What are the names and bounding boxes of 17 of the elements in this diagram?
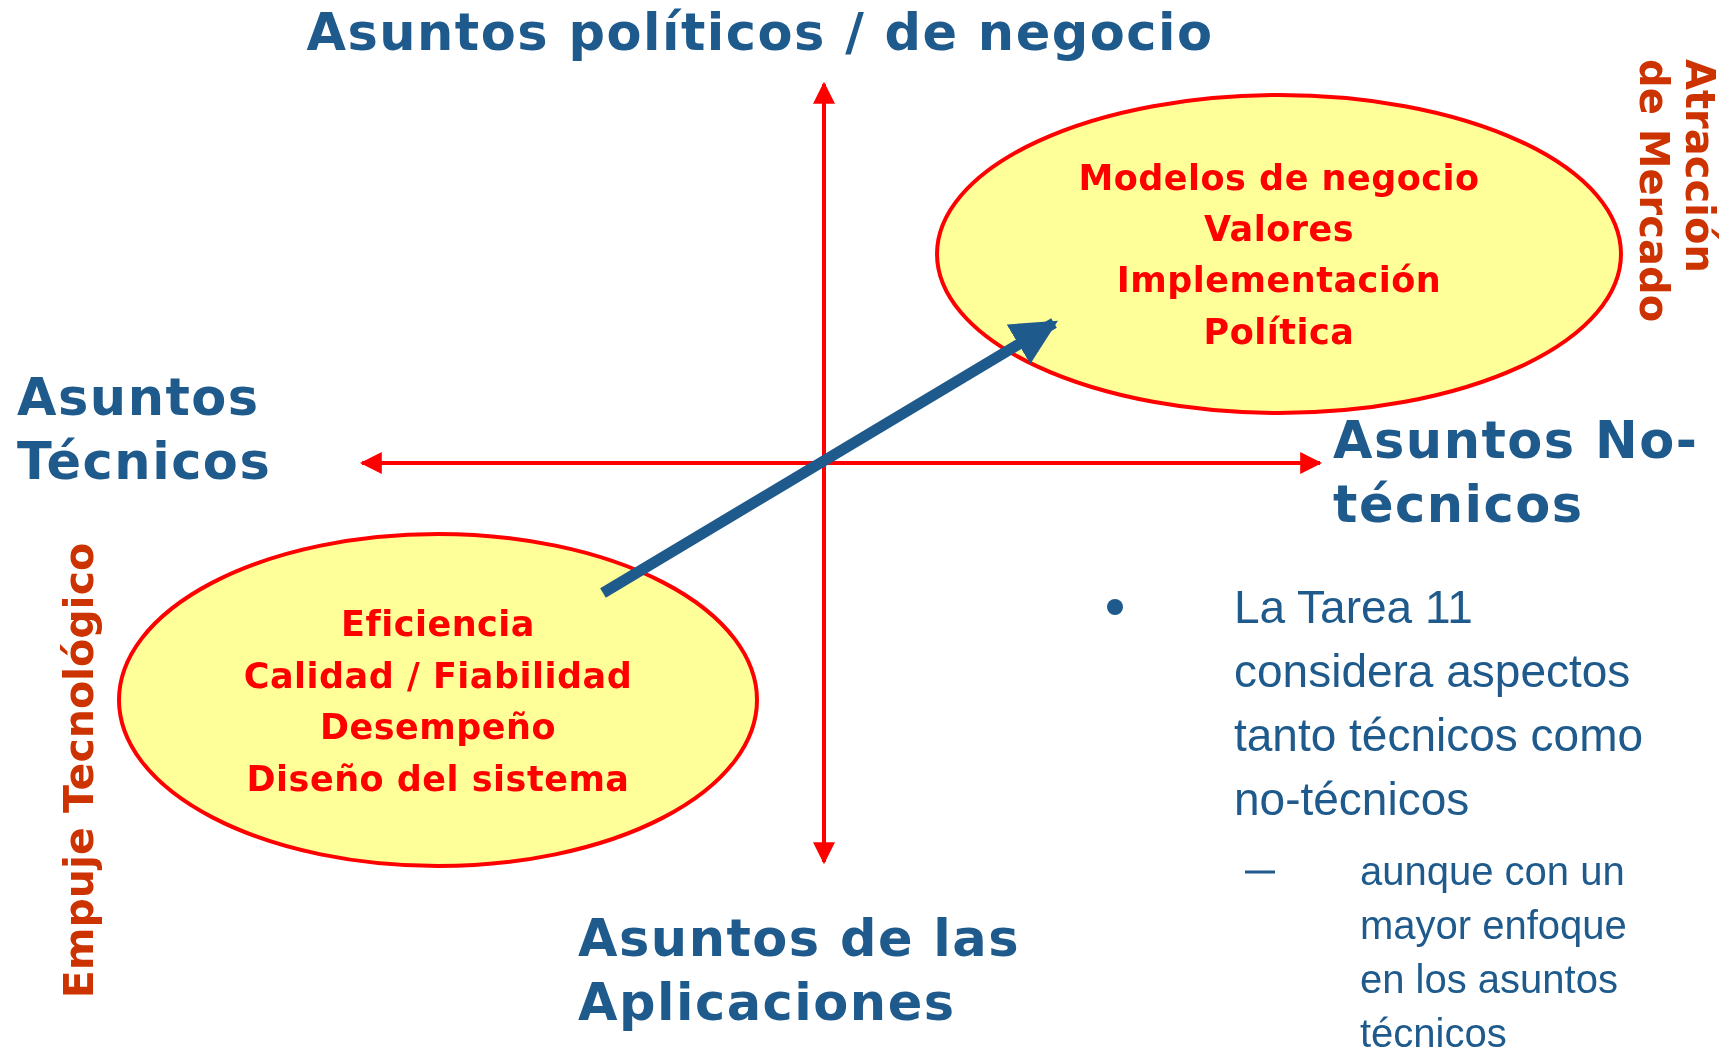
axis-label: Asuntos Técnicos	[17, 367, 273, 493]
axis-label: Asuntos No-técnicos	[1333, 410, 1700, 536]
ellipse-text: Desempeño	[318, 710, 558, 745]
side-label: Atracción de Mercado	[1631, 59, 1723, 325]
axis-label: Asuntos políticos / de negocio	[305, 2, 1215, 64]
ellipse-text: Diseño del sistema	[245, 762, 631, 797]
ellipse-text: Modelos de negocio	[1077, 161, 1481, 196]
side-label: Empuje Tecnológico	[55, 541, 105, 1001]
ellipse-text: Valores	[1202, 212, 1356, 247]
ellipse-text: Eficiencia	[340, 607, 536, 642]
arrow	[600, 318, 1058, 598]
ellipse-text: Implementación	[1115, 263, 1443, 298]
bullet-text: aunque con un mayor enfoque en los asuntos técnicos	[1360, 848, 1628, 1057]
ellipse-text: Política	[1202, 315, 1356, 350]
bullet-text: La Tarea 11 considera aspectos tanto técnicos como no-técnicos	[1234, 580, 1645, 827]
axis-label: Asuntos de las Aplicaciones	[578, 908, 1022, 1034]
ellipse-text: Calidad / Fiabilidad	[242, 659, 634, 694]
